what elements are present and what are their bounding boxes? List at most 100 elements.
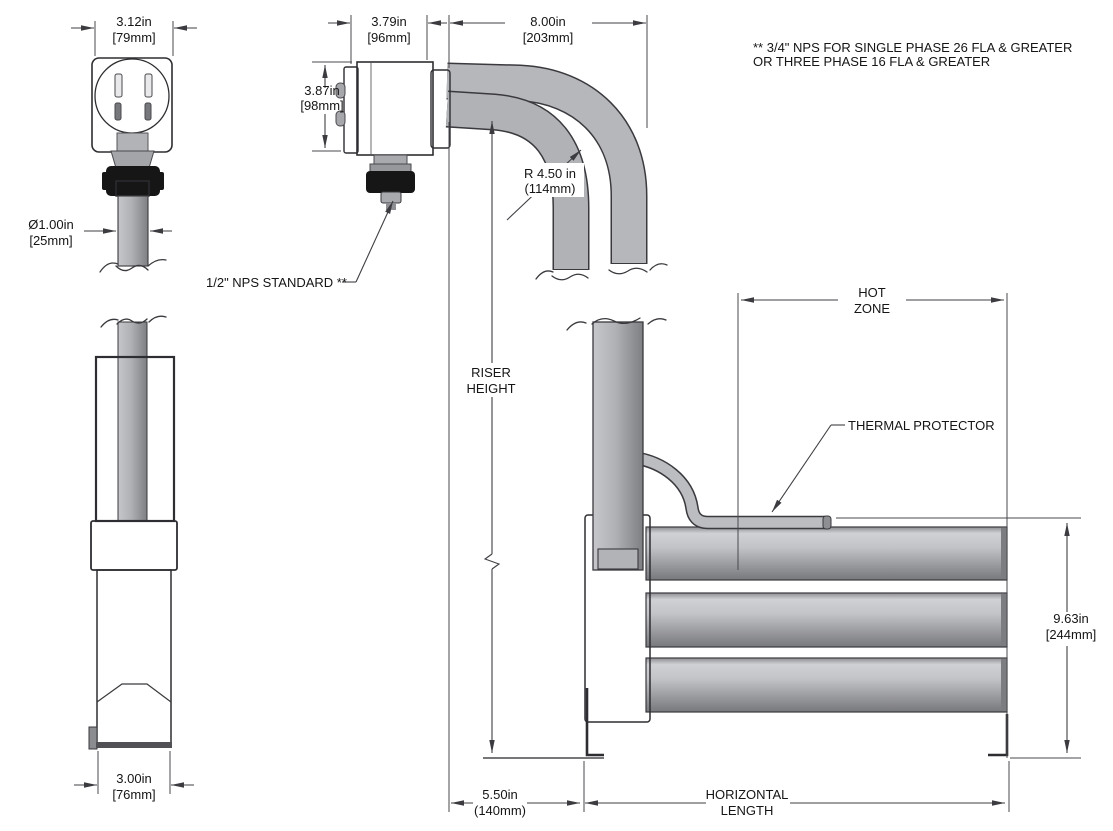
break-mark <box>551 273 589 281</box>
dim-text: [244mm] <box>1046 627 1097 642</box>
tube-end-cap <box>1001 659 1007 711</box>
label-backing <box>462 363 520 397</box>
break-mark <box>608 267 648 275</box>
heater-main-view <box>483 317 1009 759</box>
dim-text: R 4.50 in <box>524 166 576 181</box>
dim-box-height: 3.87in [98mm] <box>300 61 352 152</box>
riser-end-fitting <box>597 548 639 570</box>
dim-text: Ø1.00in <box>28 217 74 232</box>
dim-text: RISER <box>471 365 511 380</box>
break-mark <box>147 258 167 267</box>
lid <box>343 66 359 154</box>
note: ** 3/4" NPS FOR SINGLE PHASE 26 FLA & GR… <box>753 40 1072 69</box>
junction-box-front-view <box>91 57 173 273</box>
riser-end-block <box>90 520 178 571</box>
dim-text: 3.87in <box>304 83 339 98</box>
neck-ring <box>369 163 412 173</box>
note-line: ** 3/4" NPS FOR SINGLE PHASE 26 FLA & GR… <box>753 40 1072 55</box>
dim-text: [96mm] <box>367 30 410 45</box>
callout-text: 1/2" NPS STANDARD ** <box>206 275 347 290</box>
cover-circle <box>94 58 170 134</box>
break-mark <box>647 318 667 325</box>
break-mark <box>115 264 149 272</box>
dim-box-width: 3.79in [96mm] <box>328 14 447 64</box>
lid-tab <box>335 82 346 99</box>
break-jog <box>483 553 501 570</box>
dim-offset: 5.50in (140mm) <box>448 122 585 818</box>
dim-text: 8.00in <box>530 14 565 29</box>
dim-text: LENGTH <box>721 803 774 818</box>
element-tube-3 <box>645 657 1008 713</box>
collar <box>430 69 451 149</box>
element-tube-2 <box>645 592 1008 648</box>
hub <box>116 132 149 152</box>
riser-tube-main <box>592 321 644 571</box>
tube-end-cap <box>1001 594 1007 646</box>
dim-hot-zone: HOT ZONE <box>737 285 1008 758</box>
terminal-slot <box>144 73 153 98</box>
dim-text: 5.50in <box>482 787 517 802</box>
capillary-cap <box>822 515 832 530</box>
dim-text: [203mm] <box>523 30 574 45</box>
dim-horizontal-length: HORIZONTAL LENGTH <box>585 761 1010 818</box>
break-mark <box>116 318 148 325</box>
black-nut <box>366 171 415 193</box>
terminal-slot <box>114 102 122 121</box>
dim-text: HORIZONTAL <box>706 787 789 802</box>
dim-text: 3.12in <box>116 14 151 29</box>
dim-text: [25mm] <box>29 233 72 248</box>
label-nps-standard: 1/2" NPS STANDARD ** <box>206 200 394 290</box>
note-line: OR THREE PHASE 16 FLA & GREATER <box>753 54 990 69</box>
break-mark <box>99 262 119 273</box>
label-backing <box>1040 612 1100 643</box>
nps-fitting <box>380 191 402 204</box>
label-backing <box>516 163 584 197</box>
tube-end-cap <box>1001 528 1007 579</box>
chamfer-line <box>96 683 172 703</box>
break-mark <box>535 270 554 280</box>
right-foot <box>988 714 1009 757</box>
thermal-capillary <box>634 452 825 528</box>
break-mark <box>591 317 641 325</box>
bottom-edge <box>96 742 172 748</box>
dim-riser-height: RISER HEIGHT <box>462 121 520 753</box>
foot-tab <box>88 726 98 750</box>
dim-bundle-height: 9.63in [244mm] <box>836 517 1100 759</box>
front-tube <box>445 92 588 269</box>
dim-text: (140mm) <box>474 803 526 818</box>
callout-text: THERMAL PROTECTOR <box>848 418 995 433</box>
break-mark <box>566 321 587 331</box>
riser-tube-lower <box>117 321 148 522</box>
riser-tube-upper <box>117 195 149 267</box>
dim-text: [76mm] <box>112 787 155 802</box>
dim-text: 3.79in <box>371 14 406 29</box>
break-mark <box>148 315 167 323</box>
element-bundle-end <box>96 569 172 747</box>
dim-text: HEIGHT <box>466 381 515 396</box>
dim-text: 3.00in <box>116 771 151 786</box>
label-thermal-protector: THERMAL PROTECTOR <box>771 418 995 513</box>
dim-text: 9.63in <box>1053 611 1088 626</box>
label-bend-radius: R 4.50 in (114mm) <box>506 149 584 221</box>
lid-tab <box>335 110 346 127</box>
dim-text: [98mm] <box>300 98 343 113</box>
hex-nut <box>110 150 155 169</box>
dim-end-width: 3.00in [76mm] <box>74 751 194 802</box>
rear-tube <box>446 64 646 263</box>
dim-front-width: 3.12in [79mm] <box>71 14 197 56</box>
dim-text: [79mm] <box>112 30 155 45</box>
terminal-slot <box>144 102 152 121</box>
break-mark <box>649 263 668 271</box>
dim-text: HOT <box>858 285 886 300</box>
dim-reach: 8.00in [203mm] <box>448 14 648 128</box>
junction-box-side-view <box>335 61 668 281</box>
dim-text: (114mm) <box>524 181 575 196</box>
terminal-slot <box>114 73 123 98</box>
dim-tube-diameter: Ø1.00in [25mm] <box>28 217 172 248</box>
left-foot <box>585 688 604 757</box>
element-end-view <box>88 315 178 750</box>
break-mark <box>100 318 119 328</box>
junction-box-body <box>356 61 434 156</box>
